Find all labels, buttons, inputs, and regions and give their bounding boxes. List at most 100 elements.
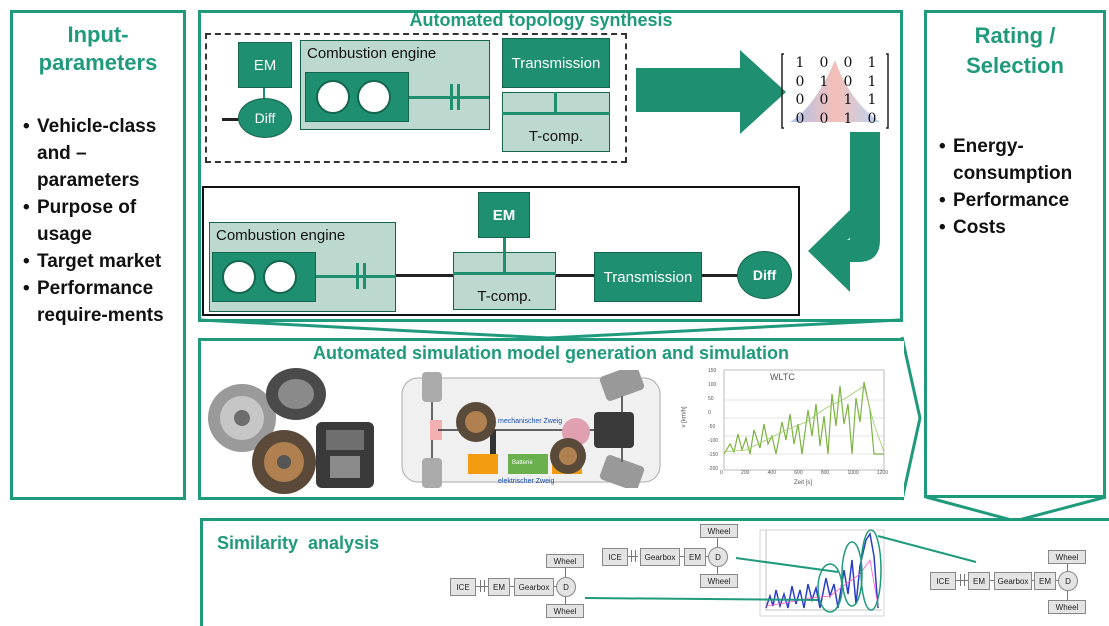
- diff-circle-2: Diff: [737, 251, 792, 299]
- cylinder-circle: [263, 260, 297, 294]
- rating-title-line1: Rating /: [974, 23, 1056, 48]
- battery-label: Batterie: [512, 460, 533, 466]
- matrix-cell: 0: [867, 110, 877, 127]
- clutch-symbol: [484, 580, 485, 592]
- gearbox-box: Gearbox: [640, 548, 680, 566]
- input-parameters-list: Vehicle-class and –parameters Purpose of…: [23, 113, 181, 329]
- input-item: Purpose of usage: [23, 194, 181, 248]
- matrix-cell: 1: [843, 110, 853, 127]
- input-parameters-panel: Input- parameters Vehicle-class and –par…: [10, 10, 186, 500]
- connector-line: [717, 567, 718, 574]
- clutch-symbol: [635, 550, 636, 562]
- wltc-x-tick: 400: [767, 470, 776, 476]
- clutch-symbol: [956, 580, 968, 581]
- ice-box: ICE: [930, 572, 956, 590]
- wltc-x-tick: 0: [720, 470, 723, 476]
- connector-line: [510, 586, 514, 587]
- em-box: EM: [968, 572, 990, 590]
- simulation-title: Automated simulation model generation an…: [312, 343, 790, 363]
- topology-candidate-dashed: [205, 33, 627, 163]
- ice-box: ICE: [450, 578, 476, 596]
- vehicle-schematic: mechanischer Zweig Batterie elektrischer…: [398, 370, 666, 488]
- wltc-y-tick: -150: [708, 452, 719, 458]
- clutch-symbol: [628, 556, 638, 557]
- wheel-box: Wheel: [700, 524, 738, 538]
- connector-line: [990, 580, 994, 581]
- diff-circle: Diff: [238, 98, 292, 138]
- similarity-title: Similarity analysis: [217, 533, 380, 553]
- wltc-y-tick: -200: [708, 466, 719, 472]
- wheel-box: Wheel: [1048, 600, 1086, 614]
- gearbox-box: Gearbox: [514, 578, 554, 596]
- rating-item: Costs: [939, 214, 1103, 241]
- similarity-topology-left: ICE EM Gearbox D Wheel Wheel: [450, 552, 590, 622]
- matrix-cell: 1: [795, 55, 805, 71]
- similarity-analysis-panel: Similarity analysis: [200, 518, 1109, 626]
- wltc-y-tick: -50: [708, 424, 716, 430]
- transmission-box-2: Transmission: [594, 252, 702, 302]
- cylinder-circle: [222, 260, 256, 294]
- matrix-surface: [781, 53, 889, 129]
- t-comp-label-2: T-comp.: [477, 288, 532, 305]
- t-comp-line: [554, 92, 557, 114]
- gearbox-box: Gearbox: [994, 572, 1032, 590]
- rating-criteria-list: Energy-consumption Performance Costs: [939, 133, 1103, 241]
- topology-title: Automated topology synthesis: [409, 10, 673, 30]
- em-box: EM: [684, 548, 706, 566]
- matrix-cell: 0: [795, 73, 805, 90]
- down-left-arrow-icon: [808, 132, 880, 292]
- matrix-cell: 0: [795, 92, 805, 108]
- input-title-line1: Input-: [67, 22, 129, 47]
- simulation-arrow-tip: [900, 336, 922, 501]
- matrix-cell: 0: [795, 110, 805, 127]
- em-box-2: EM: [478, 192, 530, 238]
- clutch-symbol: [480, 580, 481, 592]
- clutch-plate: [356, 263, 359, 289]
- clutch-plate: [450, 84, 453, 110]
- rating-title-line2: Selection: [966, 53, 1064, 78]
- matrix-cell: 1: [867, 55, 877, 71]
- topology-synthesis-panel: Automated topology synthesis: [198, 10, 903, 322]
- mechanical-branch-label: mechanischer Zweig: [498, 418, 563, 425]
- wltc-y-tick: 150: [708, 368, 717, 374]
- rating-selection-panel: Rating / Selection Energy-consumption Pe…: [924, 10, 1106, 498]
- clutch-shaft: [409, 96, 489, 99]
- right-arrow-icon: [636, 50, 786, 134]
- wheel-box: Wheel: [546, 554, 584, 568]
- similarity-topology-middle: ICE Gearbox EM D Wheel Wheel: [602, 522, 748, 592]
- combustion-engine-label-2: Combustion engine: [216, 227, 346, 244]
- wltc-x-tick: 200: [741, 470, 750, 476]
- em-box: EM: [238, 42, 292, 88]
- clutch-symbol: [631, 550, 632, 562]
- matrix-cell: 0: [819, 55, 829, 71]
- input-title-line2: parameters: [38, 50, 158, 75]
- cylinder-circle: [316, 80, 350, 114]
- t-comp-line: [503, 238, 506, 274]
- clutch-plate: [457, 84, 460, 110]
- matrix-cell: 0: [843, 55, 853, 71]
- wltc-x-tick: 600: [794, 470, 803, 476]
- differential-circle: D: [708, 547, 728, 567]
- powertrain-components-image: [208, 368, 374, 494]
- em-box: EM: [488, 578, 510, 596]
- differential-circle: D: [556, 577, 576, 597]
- em-box: EM: [1034, 572, 1056, 590]
- connector-line: [680, 556, 684, 557]
- wltc-x-tick: 1000: [847, 470, 859, 476]
- wheel-box: Wheel: [546, 604, 584, 618]
- similarity-topology-right: ICE EM Gearbox EM D Wheel Wheel: [930, 548, 1086, 618]
- input-item: Vehicle-class and –parameters: [23, 113, 181, 194]
- matrix-cell: 1: [867, 92, 877, 108]
- clutch-symbol: [960, 574, 961, 586]
- electrical-branch-label: elektrischer Zweig: [498, 478, 555, 485]
- connector-line: [565, 568, 566, 577]
- t-comp-box-2: T-comp.: [453, 252, 556, 310]
- rating-item: Energy-consumption: [939, 133, 1103, 187]
- wltc-title: WLTC: [770, 372, 795, 382]
- connector-line: [1056, 580, 1058, 581]
- connector-line: [717, 538, 718, 547]
